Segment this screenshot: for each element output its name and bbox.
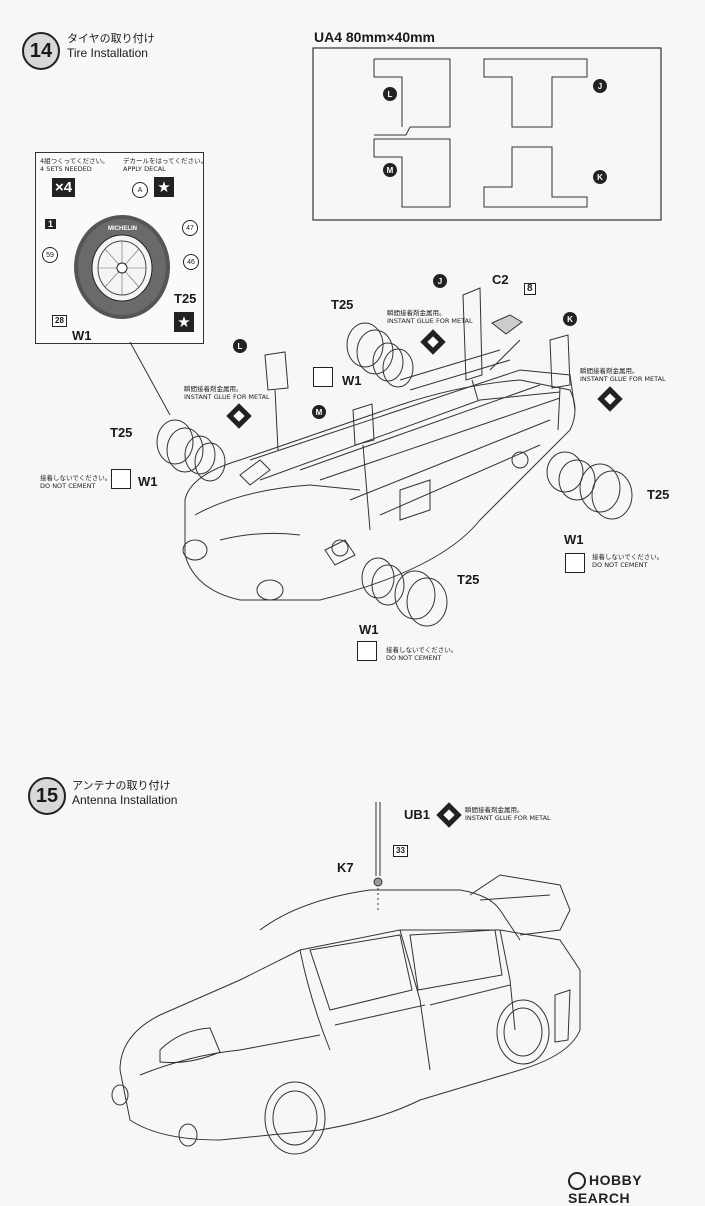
part-text: A	[137, 186, 143, 194]
glue-jp: 瞬間接着剤金属用。	[184, 385, 243, 393]
no-cement-en: DO NOT CEMENT	[386, 654, 442, 662]
label-ub1: UB1	[404, 807, 431, 822]
step-15-title: アンテナの取り付け Antenna Installation	[72, 778, 177, 808]
label-w1-top: W1	[342, 373, 362, 388]
car-illustration	[111, 802, 581, 1155]
no-cement-icon-3	[565, 553, 585, 573]
label-text: J	[437, 276, 443, 286]
decal-label-k: K	[593, 170, 607, 184]
label-l: L	[233, 339, 247, 353]
inset-sets-needed: 4組つくってください。 4 SETS NEEDED	[40, 157, 109, 173]
label-t25-right: T25	[647, 487, 670, 502]
glue-en: INSTANT GLUE FOR METAL	[580, 375, 666, 383]
decal-label-l: L	[383, 87, 397, 101]
part-text: 59	[46, 251, 54, 259]
glue-jp: 瞬間接着剤金属用。	[465, 806, 524, 814]
decal-label-j: J	[593, 79, 607, 93]
label-t25-left: T25	[110, 425, 133, 440]
no-cement-en: DO NOT CEMENT	[40, 482, 96, 490]
step-title-jp: アンテナの取り付け	[72, 779, 171, 792]
no-cement-note-right: 接着しないでください。 DO NOT CEMENT	[592, 553, 663, 569]
sets-needed-jp: 4組つくってください。	[40, 157, 109, 165]
no-cement-icon-4	[357, 641, 377, 661]
glue-note-antenna: 瞬間接着剤金属用。 INSTANT GLUE FOR METAL	[465, 806, 551, 822]
step-title-jp: タイヤの取り付け	[67, 32, 155, 45]
decal-label-text: K	[597, 172, 603, 182]
decal-label-text: M	[386, 165, 394, 175]
sets-needed-en: 4 SETS NEEDED	[40, 165, 92, 173]
part-a: A	[132, 182, 148, 198]
glue-jp: 瞬間接着剤金属用。	[580, 367, 639, 375]
part-59: 59	[42, 247, 58, 263]
inset-w1-label: W1	[72, 328, 92, 343]
label-text: M	[315, 407, 323, 417]
label-k: K	[563, 312, 577, 326]
step-title-en: Tire Installation	[67, 46, 148, 60]
part-47: 47	[182, 220, 198, 236]
step-title-en: Antenna Installation	[72, 793, 178, 807]
chassis-illustration	[129, 287, 633, 627]
glue-note-1: 瞬間接着剤金属用。 INSTANT GLUE FOR METAL	[387, 309, 473, 325]
tire-brand-text: MICHELIN	[108, 226, 137, 232]
decal-star-icon: ★	[154, 177, 174, 197]
glue-en: INSTANT GLUE FOR METAL	[387, 317, 473, 325]
label-w1-left: W1	[138, 474, 158, 489]
label-k7: K7	[337, 860, 354, 875]
inset-t25-label: T25	[174, 291, 197, 306]
label-text: L	[237, 341, 243, 351]
no-cement-note-left: 接着しないでください。 DO NOT CEMENT	[40, 474, 111, 490]
glue-note-3: 瞬間接着剤金属用。 INSTANT GLUE FOR METAL	[184, 385, 270, 401]
no-cement-en: DO NOT CEMENT	[592, 561, 648, 569]
glue-en: INSTANT GLUE FOR METAL	[465, 814, 551, 822]
decal-label-text: L	[387, 89, 393, 99]
label-w1-right: W1	[564, 532, 584, 547]
apply-decal-jp: デカールをはってください。	[123, 157, 207, 165]
step-number-text: 15	[35, 784, 59, 807]
decal-label-m: M	[383, 163, 397, 177]
glue-jp: 瞬間接着剤金属用。	[387, 309, 446, 317]
no-cement-jp: 接着しないでください。	[386, 646, 458, 654]
apply-decal-en: APPLY DECAL	[123, 165, 166, 173]
decal-star-icon-2: ★	[174, 312, 194, 332]
decal-sheet-title: UA4 80mm×40mm	[314, 29, 436, 45]
inset-apply-decal: デカールをはってください。 APPLY DECAL	[123, 157, 207, 173]
label-w1-front: W1	[359, 622, 379, 637]
step-14-title: タイヤの取り付け Tire Installation	[67, 31, 155, 61]
no-cement-icon	[313, 367, 333, 387]
no-cement-jp: 接着しないでください。	[592, 553, 664, 561]
decal-label-text: J	[597, 81, 603, 91]
part-text: 46	[187, 258, 195, 266]
part-1: 1	[45, 219, 57, 229]
decal-sheet	[312, 47, 662, 221]
label-text: K	[567, 314, 573, 324]
no-cement-icon-2	[111, 469, 131, 489]
no-cement-note-front: 接着しないでください。 DO NOT CEMENT	[386, 646, 457, 662]
glue-note-2: 瞬間接着剤金属用。 INSTANT GLUE FOR METAL	[580, 367, 666, 383]
part-46: 46	[183, 254, 199, 270]
glue-en: INSTANT GLUE FOR METAL	[184, 393, 270, 401]
multiplier-badge: ×4	[52, 178, 76, 197]
step-number-text: 14	[29, 39, 53, 62]
label-t25-front: T25	[457, 572, 480, 587]
step-15-number: 15	[28, 777, 66, 815]
hobby-search-logo-icon	[568, 1172, 586, 1191]
label-c2: C2	[492, 272, 509, 287]
part-28: 28	[52, 315, 67, 327]
step-14-number: 14	[22, 32, 60, 70]
label-m: M	[312, 405, 326, 419]
hobby-search-watermark: HOBBY SEARCH	[568, 1172, 705, 1206]
label-part-33: 33	[393, 845, 408, 857]
no-cement-jp: 接着しないでください。	[40, 474, 112, 482]
label-j: J	[433, 274, 447, 288]
tire-illustration: MICHELIN	[74, 215, 170, 319]
part-text: 47	[186, 224, 194, 232]
label-t25-top: T25	[331, 297, 354, 312]
label-part-8: 8	[524, 283, 536, 295]
